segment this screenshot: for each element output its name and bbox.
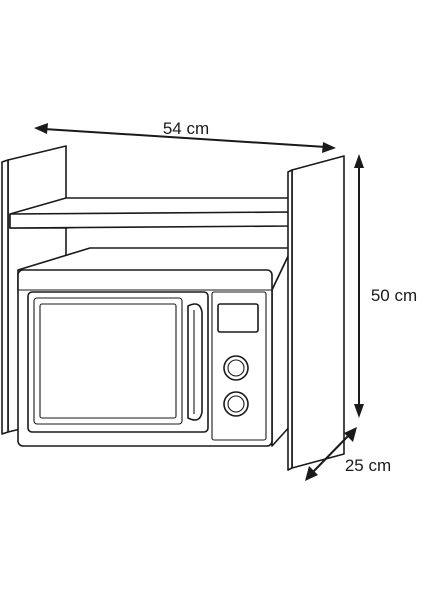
control-panel bbox=[211, 291, 267, 441]
width-label: 54 cm bbox=[163, 119, 209, 138]
microwave-door bbox=[27, 291, 209, 433]
height-label: 50 cm bbox=[371, 286, 417, 305]
width-dimension: 54 cm bbox=[34, 119, 336, 153]
depth-label: 25 cm bbox=[345, 456, 391, 475]
depth-dimension: 25 cm bbox=[305, 427, 391, 481]
right-side-panel bbox=[287, 155, 345, 471]
door-handle bbox=[187, 303, 203, 421]
microwave-oven bbox=[17, 247, 293, 447]
height-dimension: 50 cm bbox=[354, 154, 417, 418]
display-window bbox=[217, 303, 259, 333]
microwave-shelf-unit bbox=[1, 145, 345, 471]
middle-shelf-board bbox=[9, 197, 293, 229]
